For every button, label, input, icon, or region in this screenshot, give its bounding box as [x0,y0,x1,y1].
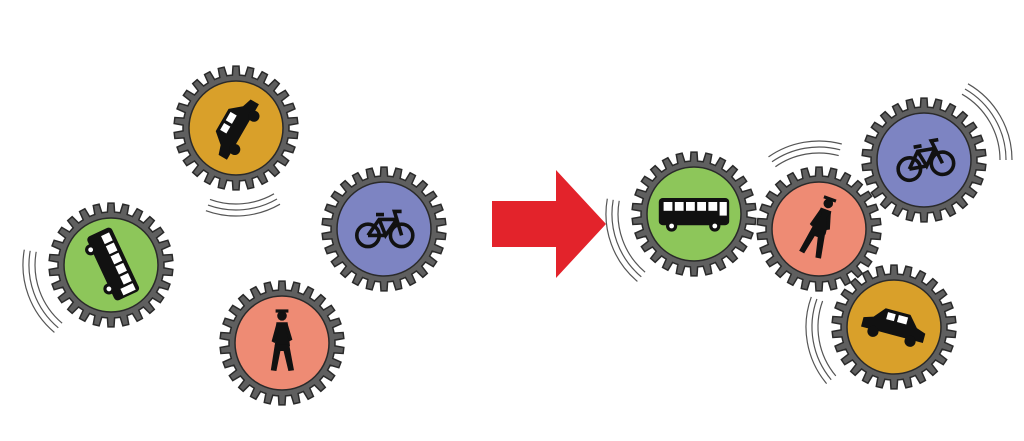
gear-before-bus [48,202,174,328]
right-arrow-icon [492,170,606,278]
motion-line [811,298,832,381]
motion-line [617,200,646,273]
gear-after-car [831,264,957,390]
motion-line [775,152,839,168]
motion-line [205,203,281,217]
motion-line [207,198,278,211]
motion-line [34,251,63,324]
motion-line [967,83,1013,161]
gear-before-walk [219,280,345,406]
motion-lines [805,296,837,384]
motion-lines [205,193,281,217]
motion-line [805,296,828,384]
gear-after-walk [756,166,882,292]
motion-line [768,140,842,158]
motion-lines [961,83,1013,161]
motion-lines [605,198,646,282]
gear-after-bus [631,151,757,277]
motion-line [22,249,55,333]
motion-line [611,199,642,278]
motion-line [961,93,1001,161]
gear-after-bike [861,97,987,223]
motion-line [28,250,59,329]
motion-line [964,88,1007,161]
gear-before-bike [321,166,447,292]
motion-lines [22,249,63,333]
motion-line [817,300,837,377]
motion-line [209,193,275,205]
motion-line [605,198,638,282]
motion-lines [768,140,842,168]
gear-before-car [173,65,299,191]
motion-line [771,146,841,163]
